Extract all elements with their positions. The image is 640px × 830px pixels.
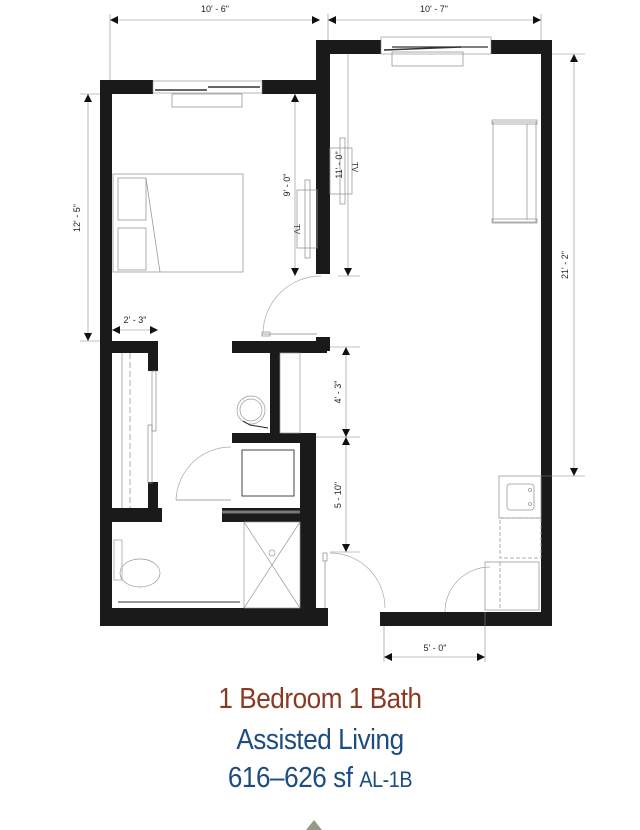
- living-tv: [329, 137, 353, 205]
- floor-plan: TV TV: [72, 4, 585, 662]
- unit-area-sf: 616–626 sf: [227, 762, 353, 794]
- dim-top-right: 10' - 7": [420, 4, 448, 14]
- closet: [121, 353, 157, 508]
- bedroom-tv: [296, 179, 318, 259]
- bath-fixtures: [113, 352, 301, 609]
- sofa: [491, 119, 538, 224]
- dim-closet-width: 2' - 3": [124, 315, 147, 325]
- dim-bedroom-height: 12' - 5": [72, 204, 82, 232]
- dim-bedroom-inner: 9' - 0": [282, 174, 292, 197]
- unit-code: AL-1B: [359, 767, 413, 792]
- bedroom-window: [152, 80, 263, 108]
- kitchenette: [484, 475, 542, 611]
- dimension-lines: [80, 14, 585, 662]
- dim-living-partial: 11' - 0": [334, 151, 344, 178]
- bed: [112, 173, 244, 273]
- dim-entry-width: 5' - 0": [424, 643, 447, 653]
- dim-overall-height: 21' - 2": [560, 251, 570, 279]
- dim-bath-lower: 5 - 10": [333, 482, 343, 508]
- dim-top-left: 10' - 6": [201, 4, 229, 14]
- living-window: [380, 36, 492, 67]
- living-tv-label: TV: [350, 162, 359, 173]
- doors: [175, 275, 491, 613]
- walls: [100, 40, 552, 626]
- unit-type-title: 1 Bedroom 1 Bath: [218, 683, 422, 715]
- unit-category: Assisted Living: [236, 724, 404, 756]
- unit-area: 616–626 sf AL-1B: [32, 762, 608, 795]
- scroll-up-caret-icon[interactable]: [306, 820, 322, 830]
- dim-bath-upper: 4' - 3": [333, 381, 343, 404]
- bedroom-tv-label: TV: [292, 224, 301, 235]
